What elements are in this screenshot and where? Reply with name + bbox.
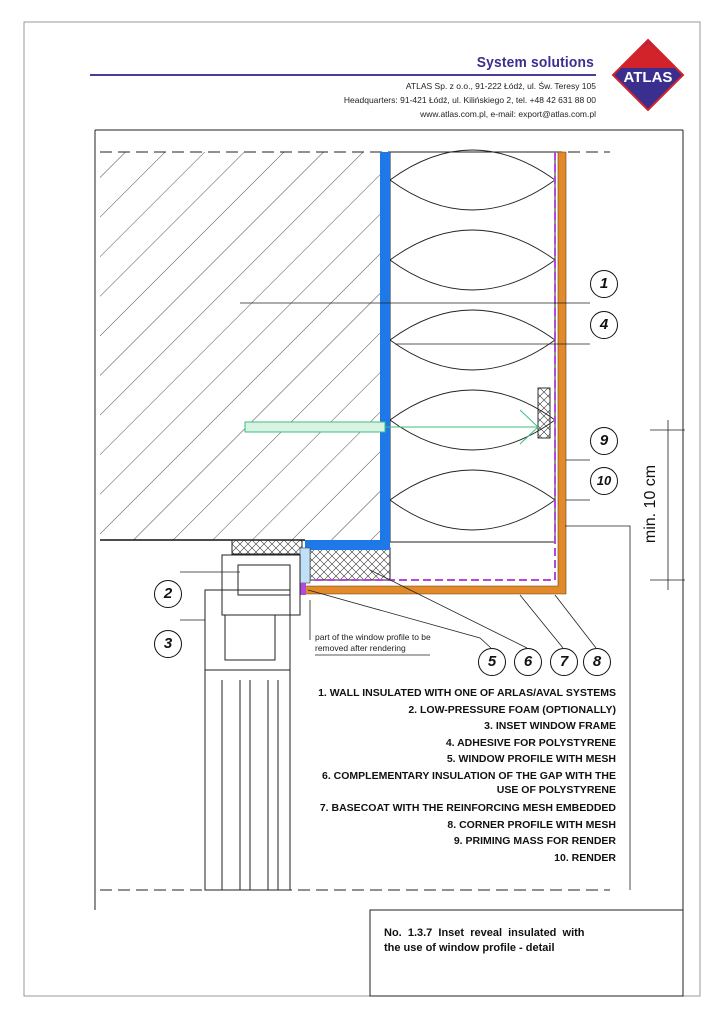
window-profile-mesh <box>300 583 306 595</box>
masonry-wall <box>100 152 380 540</box>
header-rule <box>90 74 596 76</box>
legend-item: 1. WALL INSULATED WITH ONE OF ARLAS/AVAL… <box>318 687 616 699</box>
callout-10: 10 <box>590 467 618 495</box>
callout-1: 1 <box>590 270 618 298</box>
polystyrene-insulation <box>389 151 556 543</box>
gap-insulation <box>309 547 391 581</box>
legend-item: 10. RENDER <box>554 851 616 864</box>
callout-3: 3 <box>154 630 182 658</box>
leader-lines <box>180 302 685 890</box>
caption-box <box>369 909 684 997</box>
caption-line: No. 1.3.7 Inset reveal insulated with <box>384 927 585 939</box>
window-profile <box>299 547 311 584</box>
window-frame <box>204 554 301 891</box>
note-line: part of the window profile to be <box>315 632 431 642</box>
callout-2: 2 <box>154 580 182 608</box>
callout-7: 7 <box>550 648 578 676</box>
adhesive-layer <box>305 152 390 550</box>
mesh-line <box>305 152 556 581</box>
legend: 1. WALL INSULATED WITH ONE OF ARLAS/AVAL… <box>318 685 616 866</box>
legend-item: 8. CORNER PROFILE WITH MESH <box>447 818 616 831</box>
atlas-logo: ATLAS <box>611 38 685 112</box>
note-line: removed after rendering <box>315 643 406 653</box>
callout-4: 4 <box>590 311 618 339</box>
page-border <box>23 21 701 997</box>
legend-item: 3. INSET WINDOW FRAME <box>484 720 616 732</box>
address-line: www.atlas.com.pl, e-mail: export@atlas.c… <box>420 109 596 119</box>
profile-note: part of the window profile to be removed… <box>315 632 431 654</box>
low-pressure-foam <box>231 539 303 555</box>
legend-item: 6. COMPLEMENTARY INSULATION OF THE GAP W… <box>321 769 616 782</box>
address-line: Headquarters: 91-421 Łódź, ul. Kilińskie… <box>343 95 596 105</box>
address-line: ATLAS Sp. z o.o., 91-222 Łódź, ul. Św. T… <box>405 81 596 91</box>
callout-8: 8 <box>583 648 611 676</box>
callout-6: 6 <box>514 648 542 676</box>
dimension-label: min. 10 cm <box>642 464 660 544</box>
legend-item: 4. ADHESIVE FOR POLYSTYRENE <box>445 736 616 749</box>
callout-9: 9 <box>590 427 618 455</box>
legend-item: USE OF POLYSTYRENE <box>496 784 616 796</box>
svg-text:ATLAS: ATLAS <box>624 69 673 86</box>
caption-line: the use of window profile - detail <box>384 942 555 954</box>
callout-5: 5 <box>478 648 506 676</box>
drawing-caption: No. 1.3.7 Inset reveal insulated with th… <box>384 926 585 956</box>
legend-item: 9. PRIMING MASS FOR RENDER <box>453 835 616 847</box>
legend-item: 7. BASECOAT WITH THE REINFORCING MESH EM… <box>319 802 616 814</box>
legend-item: 5. WINDOW PROFILE WITH MESH <box>446 753 616 765</box>
legend-item: 2. LOW-PRESSURE FOAM (OPTIONALLY) <box>408 703 616 716</box>
anchor-plate <box>537 387 551 439</box>
header-title: System solutions <box>476 54 594 71</box>
insulation-anchor <box>244 409 539 445</box>
